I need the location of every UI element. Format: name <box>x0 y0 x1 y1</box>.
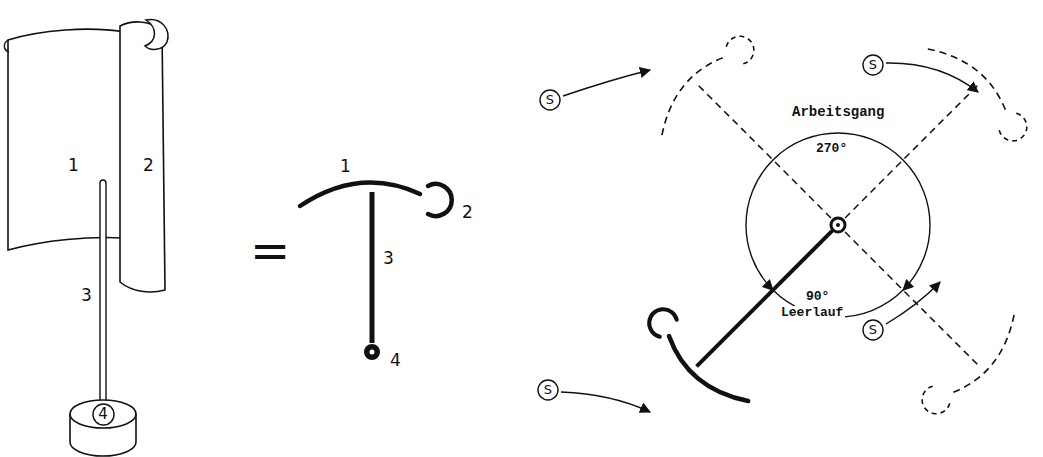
blade-position <box>797 189 1028 420</box>
hook-curl <box>145 20 168 50</box>
phase-label: Leerlauf <box>779 306 845 320</box>
sector-arrow <box>903 284 908 290</box>
part-number: 1 <box>338 157 353 176</box>
node-label: S <box>869 58 877 72</box>
blade-plate <box>300 182 420 206</box>
part-number: 1 <box>66 156 81 175</box>
part-number: 3 <box>381 249 396 268</box>
blade-position <box>648 30 879 261</box>
angle-label: 90° <box>804 290 831 304</box>
node-circle-outline <box>93 404 114 425</box>
blade-hook <box>428 184 452 216</box>
hub <box>831 218 845 232</box>
equals-sign: = <box>248 224 292 277</box>
blade-current <box>643 182 876 415</box>
angle-label: 270° <box>814 142 849 156</box>
blade-position <box>802 35 1033 266</box>
hook-plate-sketch <box>120 22 165 292</box>
hub-dot <box>370 350 375 355</box>
callout-circle: 4 <box>92 403 115 426</box>
hub-dot <box>836 223 840 227</box>
node-circle-outline <box>540 90 560 110</box>
wind-arrow <box>886 282 940 324</box>
blade-plan <box>300 182 452 360</box>
wind-arrow <box>886 63 978 92</box>
node-label: 4 <box>98 406 108 423</box>
node-circle-outline <box>863 320 883 340</box>
part-number: 2 <box>141 156 156 175</box>
node-label: S <box>544 383 552 397</box>
part-number: 3 <box>79 286 94 305</box>
wind-symbol: S <box>862 319 884 341</box>
part-number: 4 <box>388 351 403 370</box>
node-label: S <box>869 323 877 337</box>
node-circle-outline <box>538 380 558 400</box>
blade-arm <box>370 192 375 343</box>
base-top <box>70 400 136 428</box>
wind-arrow <box>561 392 650 412</box>
node-label: S <box>546 93 554 107</box>
wind-arrow <box>563 70 650 96</box>
plate-curl <box>4 40 9 52</box>
wind-symbol: S <box>539 89 561 111</box>
rod-sketch <box>100 180 106 404</box>
hub <box>364 344 380 360</box>
part-number: 2 <box>460 203 475 222</box>
phase-label: Arbeitsgang <box>790 105 886 120</box>
wind-symbol: S <box>862 54 884 76</box>
wind-symbol: S <box>537 379 559 401</box>
node-circle-outline <box>863 55 883 75</box>
